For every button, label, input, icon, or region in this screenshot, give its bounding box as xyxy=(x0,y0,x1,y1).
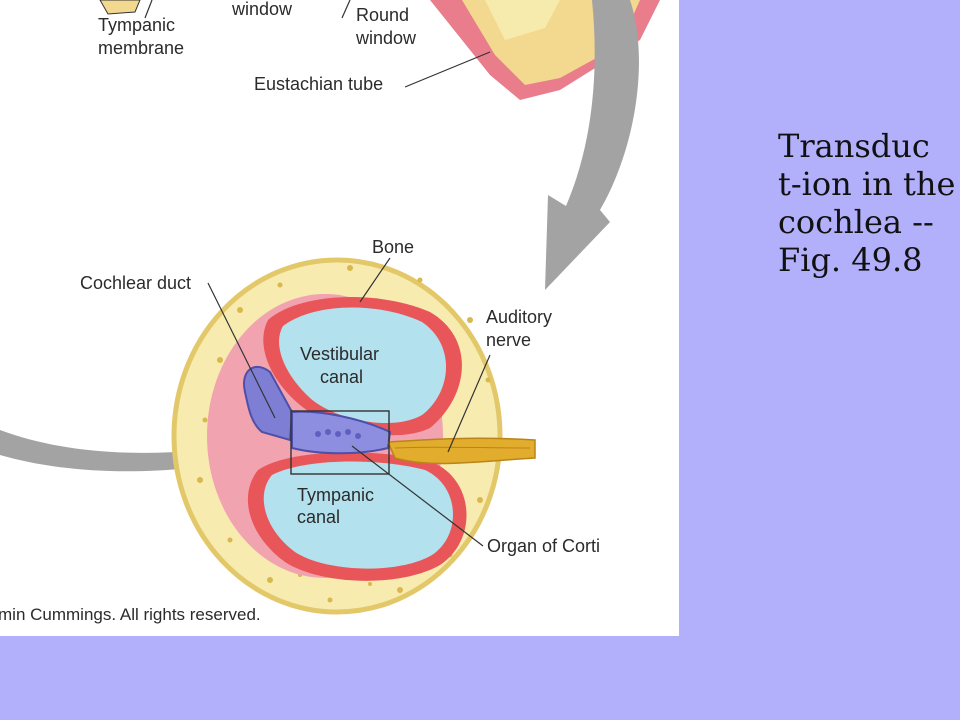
slide-caption: Transduc t-ion in the cochlea -- Fig. 49… xyxy=(778,127,956,279)
tympanic-canal-label-line1: Tympanic xyxy=(297,485,375,505)
organ-of-corti-box xyxy=(290,410,390,475)
auditory-nerve-label-line1: Auditory xyxy=(486,307,553,327)
tympanic-membrane-label-line1: Tympanic xyxy=(98,15,176,35)
round-window-label-line1: Round xyxy=(356,5,410,25)
vestibular-canal xyxy=(279,307,447,424)
leader-lines xyxy=(207,257,491,547)
cochlea-cross-section xyxy=(171,257,536,615)
auditory-nerve-label-line2: nerve xyxy=(486,330,532,350)
transition-arrow xyxy=(545,0,639,290)
tympanic-canal-label-line2: canal xyxy=(297,507,341,527)
caption-line-1: Transduc xyxy=(778,127,930,165)
caption-line-2: t-ion in the xyxy=(778,165,956,203)
vestibular-canal-label-line2: canal xyxy=(320,367,364,387)
round-window-label-line2: window xyxy=(356,28,417,48)
cochlear-duct-label: Cochlear duct xyxy=(80,273,192,293)
tympanic-canal xyxy=(263,461,453,569)
tympanic-membrane-label-line2: membrane xyxy=(98,38,185,58)
caption-line-3: cochlea -- xyxy=(778,203,934,241)
tympanic-membrane-shape xyxy=(99,0,141,15)
copyright-notice: min Cummings. All rights reserved. xyxy=(0,605,261,624)
bone-label: Bone xyxy=(372,237,415,257)
auditory-nerve xyxy=(386,437,536,465)
organ-of-corti-label: Organ of Corti xyxy=(487,536,601,556)
cochlea-illustration xyxy=(0,0,660,615)
vestibular-canal-label-line1: Vestibular xyxy=(300,344,380,364)
eustachian-tube-label: Eustachian tube xyxy=(254,74,384,94)
eustachian-tube-leader xyxy=(404,51,491,88)
oval-window-label-fragment: window xyxy=(232,0,293,19)
caption-line-4: Fig. 49.8 xyxy=(778,241,923,279)
cochlea-figure: window Tympanic membrane Round window Eu… xyxy=(0,0,679,636)
hair-cells xyxy=(315,429,361,439)
